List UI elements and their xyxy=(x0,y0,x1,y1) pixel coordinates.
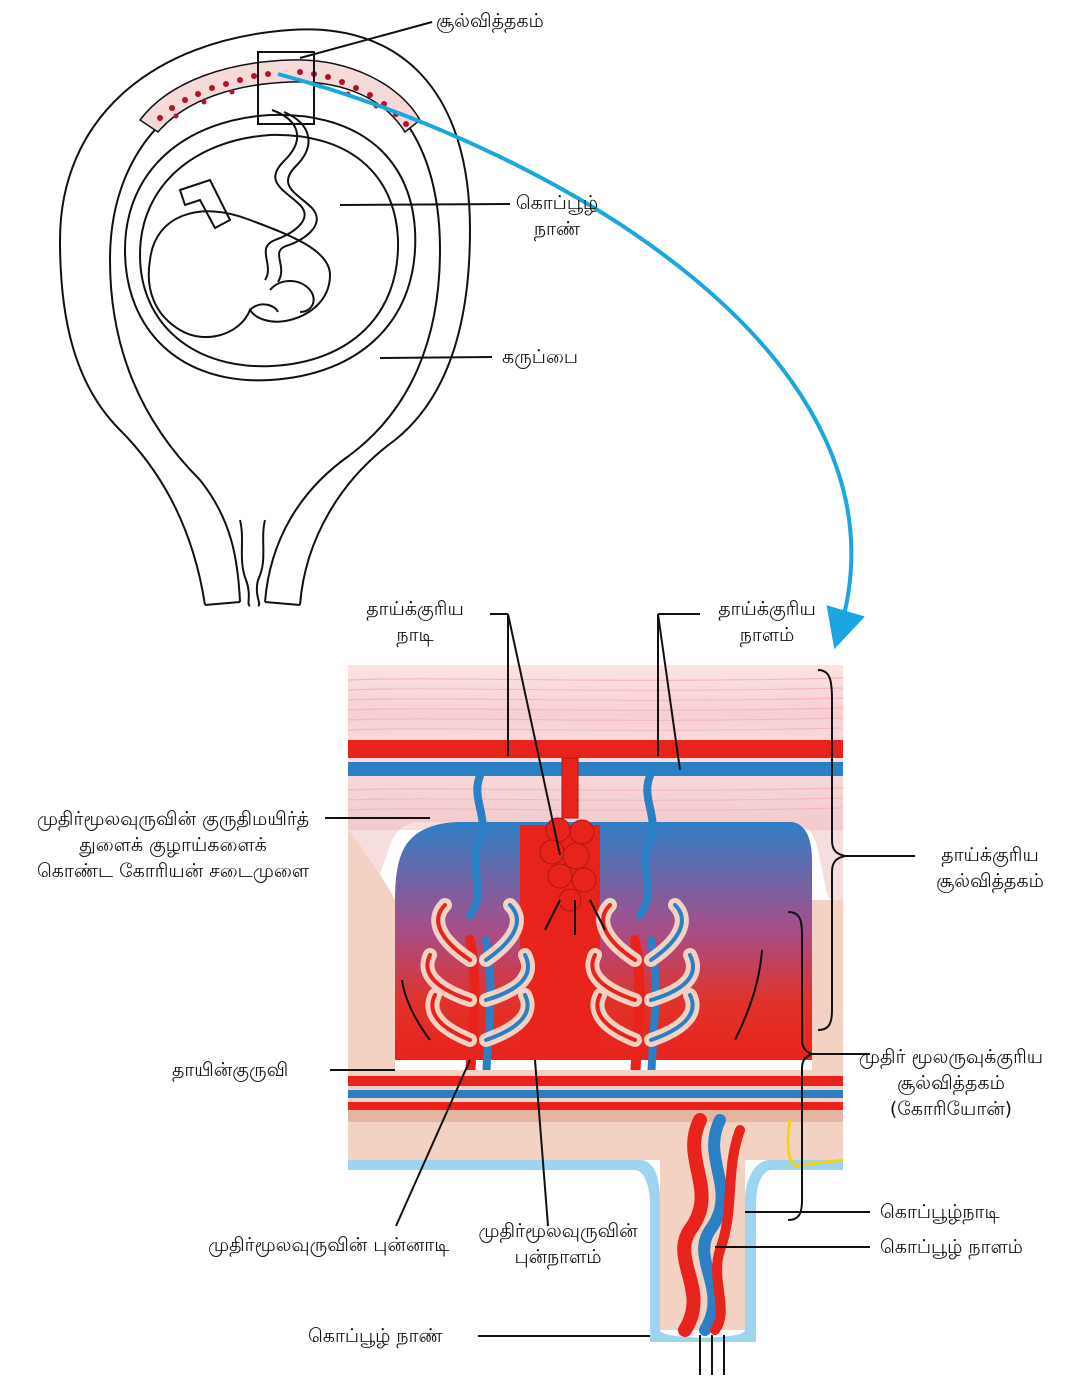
label-uterus: கருப்பை xyxy=(502,344,578,370)
uterus-drawing xyxy=(60,29,510,606)
label-umbilical-cord-top-line1: கொப்பூழ் xyxy=(512,190,602,216)
label-fetal-placenta: முதிர் மூலருவுக்குரிய சூல்வித்தகம் (கோரி… xyxy=(826,1044,1076,1122)
label-umbilical-cord-bottom: கொப்பூழ் நாண் xyxy=(308,1323,443,1349)
label-umbilical-artery: கொப்பூழ்நாடி xyxy=(880,1199,1000,1225)
label-fetal-arteriole: முதிர்மூலவுருவின் புன்னாடி xyxy=(208,1232,449,1258)
label-maternal-placenta-line1: தாய்க்குரிய xyxy=(905,842,1075,868)
placenta-band xyxy=(140,52,420,132)
label-fetal-placenta-line1: முதிர் மூலருவுக்குரிய xyxy=(826,1044,1076,1070)
label-chorionic-villi-line1: முதிர்மூலவுருவின் குருதிமயிர்த் xyxy=(8,806,338,832)
label-placenta-top: சூல்வித்தகம் xyxy=(436,8,544,34)
label-maternal-placenta: தாய்க்குரிய சூல்வித்தகம் xyxy=(905,842,1075,894)
label-maternal-artery: தாய்க்குரிய நாடி xyxy=(340,596,490,648)
label-chorionic-villi-line3: கொண்ட கோரியன் சடைமுளை xyxy=(8,858,338,884)
label-maternal-artery-line2: நாடி xyxy=(340,622,490,648)
label-maternal-artery-line1: தாய்க்குரிய xyxy=(340,596,490,622)
label-chorionic-villi-line2: துளைக் குழாய்களைக் xyxy=(8,832,338,858)
label-fetal-venule-line2: புன்நாளம் xyxy=(478,1244,638,1270)
label-maternal-vein-line1: தாய்க்குரிய xyxy=(692,596,842,622)
label-fetal-placenta-line3: (கோரியோன்) xyxy=(826,1096,1076,1122)
label-maternal-vein-line2: நாளம் xyxy=(692,622,842,648)
label-fetal-venule-line1: முதிர்மூலவுருவின் xyxy=(478,1218,638,1244)
label-maternal-placenta-line2: சூல்வித்தகம் xyxy=(905,868,1075,894)
label-chorionic-villi: முதிர்மூலவுருவின் குருதிமயிர்த் துளைக் க… xyxy=(8,806,338,884)
label-umbilical-vein: கொப்பூழ் நாளம் xyxy=(880,1234,1023,1260)
label-umbilical-cord-top: கொப்பூழ் நாண் xyxy=(512,190,602,242)
label-fetal-placenta-line2: சூல்வித்தகம் xyxy=(826,1070,1076,1096)
label-umbilical-cord-top-line2: நாண் xyxy=(512,216,602,242)
label-maternal-blood: தாயின்குருவி xyxy=(172,1057,288,1083)
label-maternal-vein: தாய்க்குரிய நாளம் xyxy=(692,596,842,648)
label-fetal-venule: முதிர்மூலவுருவின் புன்நாளம் xyxy=(478,1218,638,1270)
